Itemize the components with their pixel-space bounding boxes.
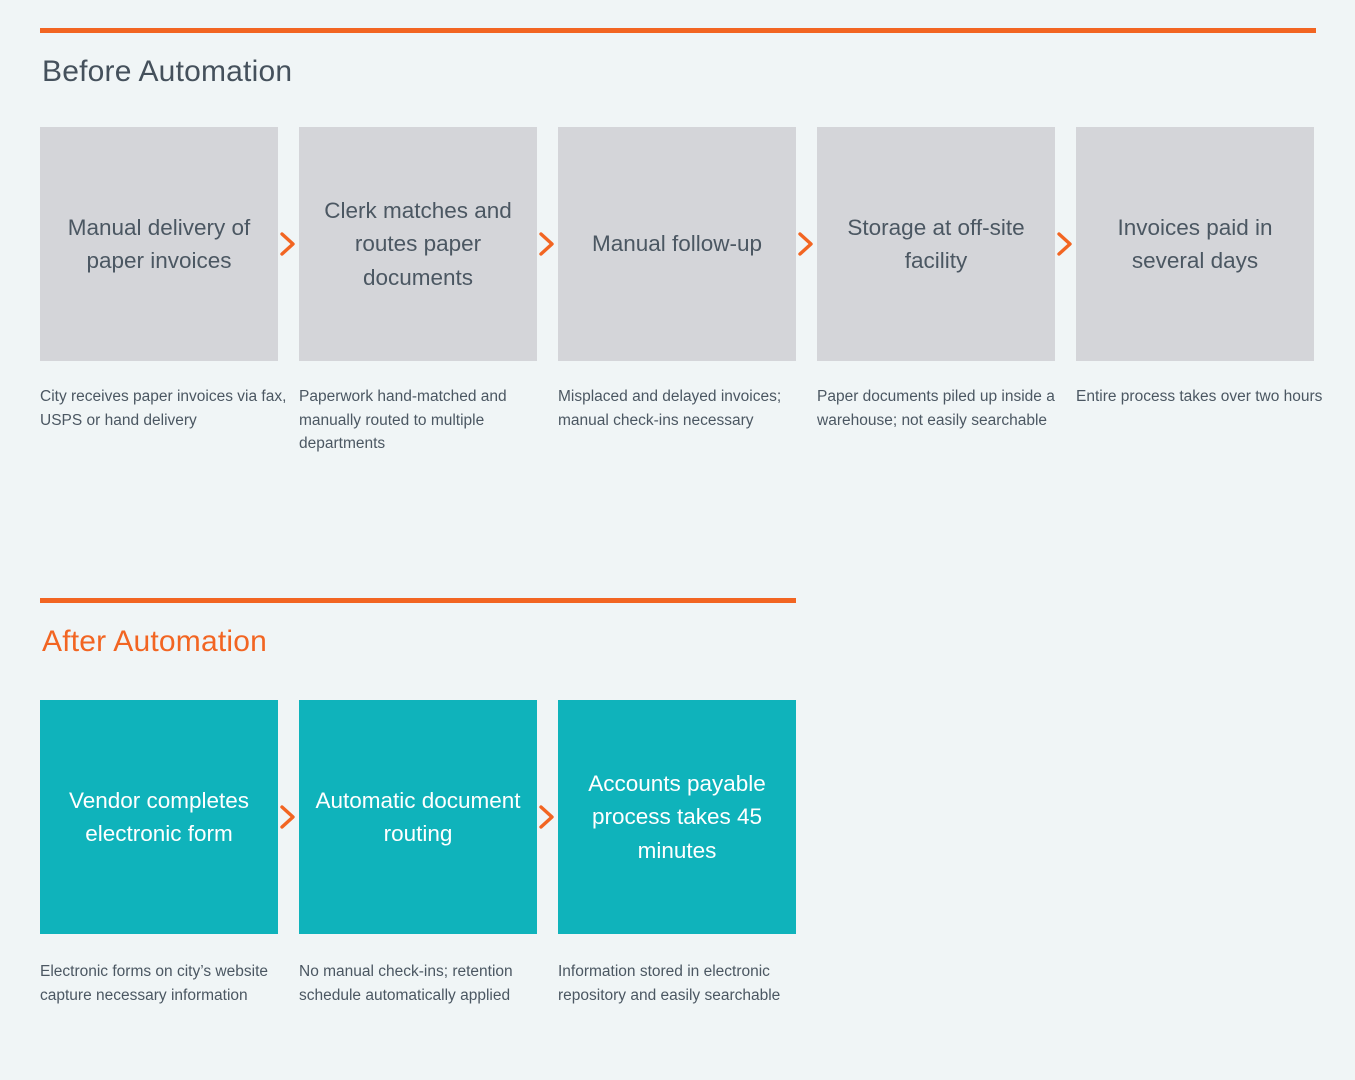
step-caption: No manual check-ins; retention schedule … — [299, 963, 513, 1004]
step-box: Vendor completes electronic form — [40, 700, 278, 934]
chevron-right-icon — [796, 127, 817, 361]
step-box: Manual follow-up — [558, 127, 796, 361]
chevron-right-icon — [537, 127, 558, 361]
process-step: Accounts payable process takes 45 minute… — [558, 700, 796, 1007]
step-caption: Misplaced and delayed invoices; manual c… — [558, 388, 782, 429]
process-step: Manual follow-up Misplaced and delayed i… — [558, 127, 796, 432]
step-title: Accounts payable process takes 45 minute… — [588, 771, 766, 863]
chevron-right-icon — [537, 700, 558, 934]
step-box: Manual delivery of paper invoices — [40, 127, 278, 361]
step-caption: Paper documents piled up inside a wareho… — [817, 388, 1055, 429]
step-caption: City receives paper invoices via fax, US… — [40, 388, 287, 429]
process-step: Storage at off-site facility Paper docum… — [817, 127, 1055, 432]
process-step: Invoices paid in several days Entire pro… — [1076, 127, 1322, 409]
step-title: Automatic document routing — [315, 787, 521, 846]
step-title: Manual delivery of paper invoices — [67, 214, 251, 273]
section-heading-before: Before Automation — [42, 55, 293, 88]
chevron-right-icon — [278, 127, 299, 361]
step-title: Storage at off-site facility — [847, 214, 1025, 273]
step-caption: Information stored in electronic reposit… — [558, 963, 781, 1004]
step-box: Clerk matches and routes paper documents — [299, 127, 537, 361]
step-title: Clerk matches and routes paper documents — [324, 198, 512, 290]
chevron-right-icon — [1055, 127, 1076, 361]
step-box: Accounts payable process takes 45 minute… — [558, 700, 796, 934]
chevron-right-icon — [278, 700, 299, 934]
step-box: Invoices paid in several days — [1076, 127, 1314, 361]
step-title: Vendor completes electronic form — [68, 787, 250, 846]
section-divider-after — [40, 598, 796, 603]
process-step: Clerk matches and routes paper documents… — [299, 127, 537, 456]
step-box: Automatic document routing — [299, 700, 537, 934]
step-box: Storage at off-site facility — [817, 127, 1055, 361]
flow-row-before: Manual delivery of paper invoices City r… — [40, 127, 1322, 456]
process-step: Automatic document routing No manual che… — [299, 700, 537, 1007]
step-title: Invoices paid in several days — [1117, 214, 1273, 273]
step-caption: Entire process takes over two hours — [1076, 388, 1323, 405]
section-after-automation: After Automation — [40, 598, 796, 658]
section-before-automation: Before Automation — [40, 28, 1316, 88]
section-divider-before — [40, 28, 1316, 33]
section-heading-after: After Automation — [42, 625, 267, 658]
step-caption: Electronic forms on city’s website captu… — [40, 963, 268, 1004]
step-caption: Paperwork hand-matched and manually rout… — [299, 388, 507, 453]
process-step: Vendor completes electronic form Electro… — [40, 700, 278, 1007]
process-step: Manual delivery of paper invoices City r… — [40, 127, 286, 432]
flow-row-after: Vendor completes electronic form Electro… — [40, 700, 796, 1007]
step-title: Manual follow-up — [591, 231, 763, 257]
